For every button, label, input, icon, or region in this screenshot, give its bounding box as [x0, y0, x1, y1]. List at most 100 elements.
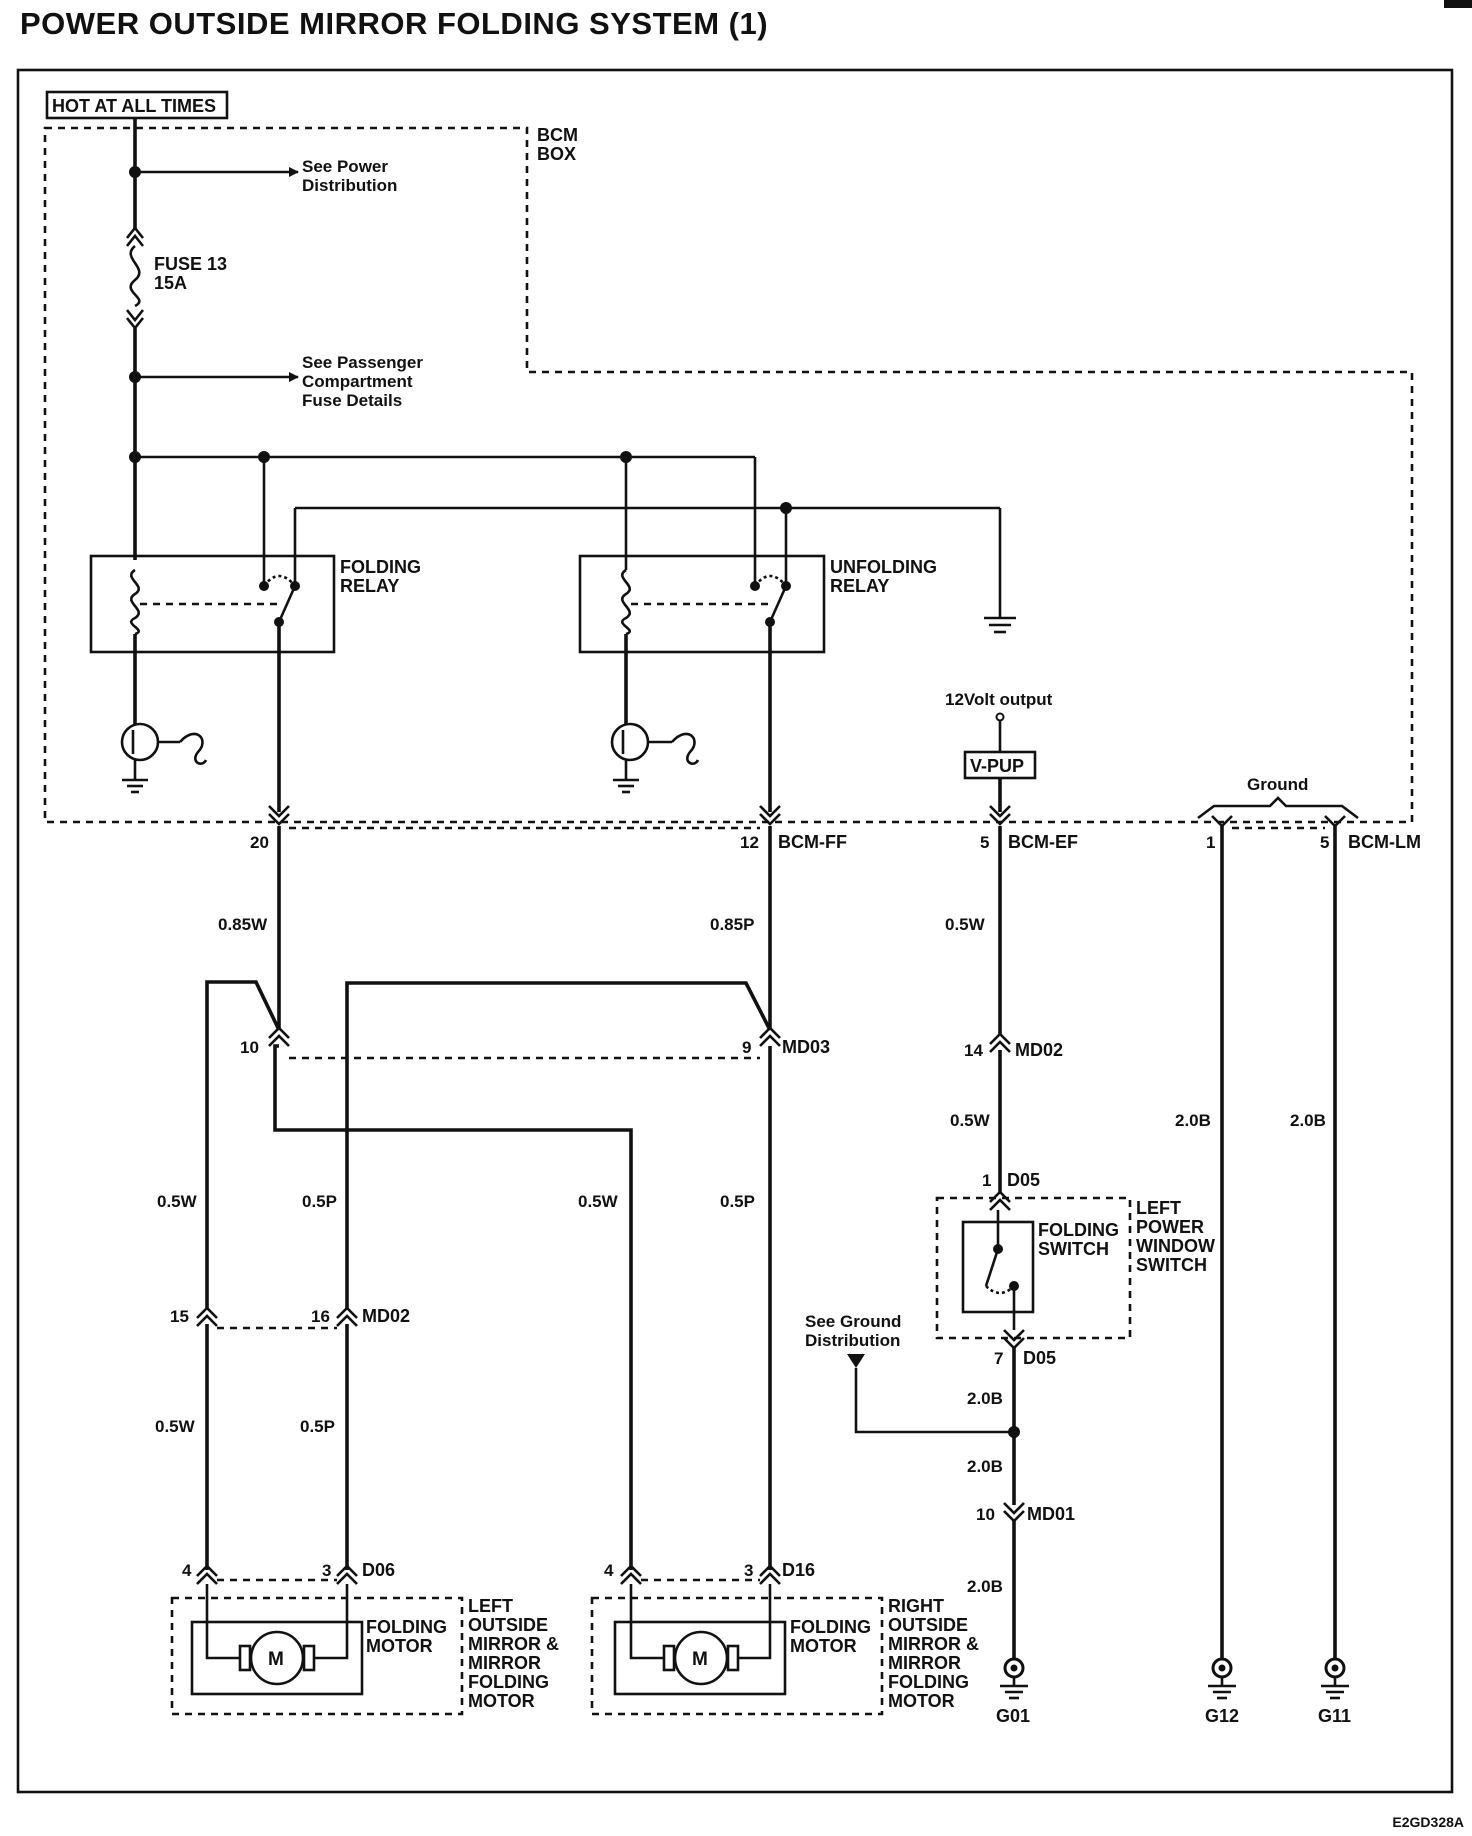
folding-relay-label-2: RELAY	[340, 576, 399, 596]
wire-left-w	[205, 980, 281, 1310]
right-motor-lead	[629, 1584, 664, 1660]
wire-05w-r1-label: 0.5W	[578, 1192, 619, 1211]
pin-7: 7	[994, 1349, 1003, 1368]
ground-symbol	[984, 616, 1016, 634]
fuse-symbol	[125, 225, 145, 331]
hot-label: HOT AT ALL TIMES	[52, 96, 216, 116]
g01-label: G01	[996, 1706, 1030, 1726]
left-mirror-label-5: FOLDING	[468, 1672, 549, 1692]
pin-16: 16	[311, 1307, 330, 1326]
left-motor-m: M	[268, 1649, 284, 1670]
contact-arc	[262, 574, 297, 587]
wire-05w-l2-label: 0.5W	[155, 1417, 196, 1436]
folding-relay-label-1: FOLDING	[340, 557, 421, 577]
wire-20b-b-label: 2.0B	[1290, 1111, 1326, 1130]
contact-arc	[753, 574, 788, 587]
unfolding-relay-label-1: UNFOLDING	[830, 557, 937, 577]
unfolding-transistor	[610, 722, 700, 794]
folding-relay-switch	[277, 585, 297, 623]
wire-05p-l2-label: 0.5P	[300, 1417, 335, 1436]
left-pws-label-3: WINDOW	[1136, 1236, 1215, 1256]
left-folding-motor-1: FOLDING	[366, 1617, 447, 1637]
g01-ground	[1000, 1657, 1028, 1700]
wire-05p-l1-label: 0.5P	[302, 1192, 337, 1211]
left-pws-boundary	[935, 1196, 1132, 1340]
corner-mark	[1444, 0, 1472, 8]
wire-20b-c-label: 2.0B	[967, 1389, 1003, 1408]
see-ground-1: See Ground	[805, 1312, 901, 1331]
left-pws-label-1: LEFT	[1136, 1198, 1181, 1218]
left-pws-label-4: SWITCH	[1136, 1255, 1207, 1275]
wire-05w-ef-label: 0.5W	[945, 915, 986, 934]
folding-relay-coil	[130, 568, 140, 636]
right-folding-motor-1: FOLDING	[790, 1617, 871, 1637]
right-motor-symbol	[673, 1630, 729, 1686]
folding-switch-label-2: SWITCH	[1038, 1239, 1109, 1259]
conn-d16: D16	[782, 1560, 815, 1580]
wire-right-w	[273, 1044, 633, 1570]
volt-output-label: 12Volt output	[945, 690, 1053, 709]
left-motor-lead	[314, 1584, 349, 1660]
conn-d05a: D05	[1007, 1170, 1040, 1190]
right-motor-lead	[738, 1584, 772, 1660]
motor-brush	[726, 1644, 740, 1672]
hot-box	[45, 90, 229, 120]
d16-connector	[620, 1564, 781, 1585]
d06-connector	[196, 1564, 358, 1585]
right-mirror-label-3: MIRROR &	[888, 1634, 979, 1654]
wire-05w-l1-label: 0.5W	[157, 1192, 198, 1211]
left-mirror-label-6: MOTOR	[468, 1691, 535, 1711]
left-motor-box	[190, 1620, 364, 1696]
motor-brush	[238, 1644, 252, 1672]
right-mirror-label-5: FOLDING	[888, 1672, 969, 1692]
motor-brush	[302, 1644, 316, 1672]
unfolding-relay-coil	[621, 568, 631, 636]
left-mirror-label-3: MIRROR &	[468, 1634, 559, 1654]
wire-20b-d-label: 2.0B	[967, 1457, 1003, 1476]
see-ground-2: Distribution	[805, 1331, 900, 1350]
ground-brace-label: Ground	[1247, 775, 1308, 794]
figure-code: E2GD328A	[1392, 1814, 1464, 1830]
g12-ground	[1208, 1657, 1236, 1700]
left-mirror-label-4: MIRROR	[468, 1653, 541, 1673]
right-mirror-boundary	[590, 1596, 884, 1716]
conn-bcm-ff: BCM-FF	[778, 832, 847, 852]
left-pws-label-2: POWER	[1136, 1217, 1204, 1237]
wire-05p-r1-label: 0.5P	[720, 1192, 755, 1211]
g11-ground	[1321, 1657, 1349, 1700]
pin-4b: 4	[604, 1561, 614, 1580]
see-passenger-3: Fuse Details	[302, 391, 402, 410]
ground-ref-wire	[854, 1368, 1014, 1434]
bcm-box-label-1: BCM	[537, 125, 578, 145]
see-power-1: See Power	[302, 157, 388, 176]
conn-md03: MD03	[782, 1037, 830, 1057]
see-power-2: Distribution	[302, 176, 397, 195]
pin-10b: 10	[976, 1505, 995, 1524]
g11-label: G11	[1318, 1706, 1351, 1726]
motor-brush	[662, 1644, 676, 1672]
right-mirror-label-1: RIGHT	[888, 1596, 944, 1616]
pin-20: 20	[250, 833, 269, 852]
contact-arc	[985, 1285, 1015, 1295]
right-mirror-label-6: MOTOR	[888, 1691, 955, 1711]
see-passenger-2: Compartment	[302, 372, 413, 391]
pin-5b: 5	[1320, 833, 1329, 852]
conn-md02a: MD02	[1015, 1040, 1063, 1060]
see-passenger-1: See Passenger	[302, 353, 423, 372]
md02-connector	[196, 1306, 358, 1327]
pin-15: 15	[170, 1307, 189, 1326]
pin-4a: 4	[182, 1561, 192, 1580]
wire-20b-a-label: 2.0B	[1175, 1111, 1211, 1130]
right-motor-m: M	[692, 1649, 708, 1670]
g12-label: G12	[1205, 1706, 1239, 1726]
conn-bcm-lm: BCM-LM	[1348, 832, 1421, 852]
left-mirror-boundary	[170, 1596, 464, 1716]
pin-5a: 5	[980, 833, 989, 852]
ground-brace	[1197, 796, 1359, 820]
left-mirror-label-1: LEFT	[468, 1596, 513, 1616]
conn-md01: MD01	[1027, 1504, 1075, 1524]
folding-transistor	[120, 722, 208, 794]
page-title: POWER OUTSIDE MIRROR FOLDING SYSTEM (1)	[20, 6, 769, 41]
right-motor-box	[613, 1620, 787, 1696]
